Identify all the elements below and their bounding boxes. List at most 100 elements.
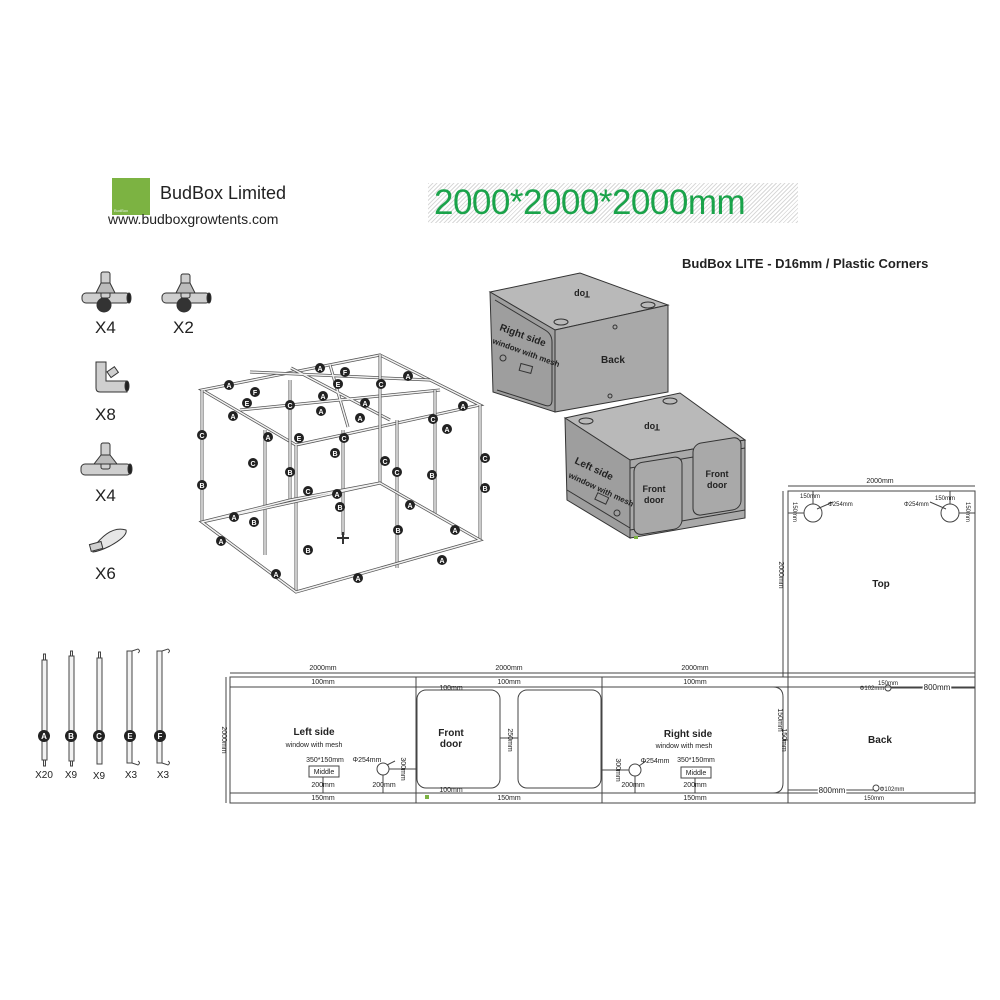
svg-text:C: C [305,489,310,496]
left-hole-offset-bottom: 200mm [372,782,396,789]
strap-clip-icon [88,528,127,553]
front-view-door1b: door [644,495,664,505]
right-top-margin: 100mm [683,679,707,686]
brand-name: BudBox Limited [160,183,287,203]
svg-text:F: F [343,370,348,377]
svg-text:E: E [336,382,341,389]
pole-set [41,648,170,767]
pole-e-qty: X3 [125,770,138,781]
svg-text:A: A [265,435,270,442]
pole-b-qty: X9 [65,770,78,781]
four-way-connector-icon [81,271,132,313]
top-panel-label: Top [872,579,890,590]
front-panel-title: Front [438,728,464,739]
left-width: 2000mm [309,665,336,672]
tent-3d-back-view [488,272,670,413]
svg-text:B: B [287,470,292,477]
svg-text:B: B [305,548,310,555]
back-bottom-vent-offset: 150mm [864,796,884,802]
svg-text:A: A [444,427,449,434]
svg-text:A: A [273,572,278,579]
green-marker [425,795,429,799]
svg-text:C: C [382,459,387,466]
svg-text:B: B [429,473,434,480]
svg-text:A: A [405,374,410,381]
top-height: 2000mm [777,561,784,588]
svg-text:B: B [337,505,342,512]
svg-text:B: B [395,528,400,535]
left-window-offset: 200mm [311,782,335,789]
frame-assembly-3d [197,353,485,594]
right-width: 2000mm [681,665,708,672]
back-panel-title: Back [868,735,892,746]
svg-text:C: C [430,417,435,424]
svg-text:A: A [334,492,339,499]
left-hole-offset-side: 300mm [399,757,406,781]
top-hole-offset-y-2: 150mm [964,502,970,522]
svg-text:A: A [439,558,444,565]
svg-text:A: A [218,539,223,546]
elbow-connector-icon [95,361,130,393]
svg-text:A: A [460,404,465,411]
right-hole-diameter: Φ254mm [641,758,670,765]
svg-text:C: C [482,456,487,463]
t-connector-icon [80,442,133,476]
tent-3d-front-view [563,392,747,539]
front-panel-title2: door [440,739,462,750]
svg-text:A: A [357,416,362,423]
svg-text:E: E [297,436,302,443]
svg-text:A: A [226,383,231,390]
svg-text:F: F [253,390,258,397]
pole-b-letter: B [68,732,74,741]
svg-text:A: A [362,401,367,408]
front-view-top-label: Top [644,422,660,432]
five-way-connector-icon [161,273,212,313]
svg-text:C: C [199,433,204,440]
top-hole-diameter-2: Φ254mm [904,502,929,508]
size-banner: 2000*2000*2000mm [428,183,798,223]
left-window-label: Middle [314,769,335,776]
svg-text:B: B [332,451,337,458]
left-bottom-margin: 150mm [311,795,335,802]
pole-c-qty: X9 [93,771,106,782]
left-height: 2000mm [220,726,227,753]
svg-text:B: B [482,486,487,493]
size-title: 2000*2000*2000mm [434,183,746,222]
pole-a-letter: A [41,732,47,741]
left-panel-subtitle: window with mesh [285,742,343,749]
svg-text:E: E [245,401,250,408]
svg-text:C: C [341,436,346,443]
front-door-bottom: 100mm [439,787,463,794]
right-panel-subtitle: window with mesh [655,743,713,750]
qty-t-connector: X4 [95,486,116,505]
svg-text:B: B [199,483,204,490]
top-hole-offset-y-1: 150mm [791,502,797,522]
front-bottom-margin: 150mm [497,795,521,802]
svg-text:B: B [251,520,256,527]
right-hole-offset-side: 300mm [614,758,621,782]
front-top-margin: 100mm [497,679,521,686]
right-panel-title: Right side [664,729,713,740]
svg-text:A: A [452,528,457,535]
logo-text: BudBox [114,208,129,213]
qty-elbow: X8 [95,405,116,424]
qty-five-way: X2 [173,318,194,337]
top-hole-diameter-1: Φ254mm [828,502,853,508]
back-bottom-vent-diameter: Φ102mm [880,787,905,793]
top-width: 2000mm [866,478,893,485]
svg-text:A: A [231,515,236,522]
front-view-door2: Front [706,469,729,479]
left-top-margin: 100mm [311,679,335,686]
pole-f-letter: F [158,732,163,741]
back-view-top-label: Top [574,289,590,299]
front-door-gap: 250mm [506,728,513,752]
left-hole-diameter: Φ254mm [353,757,382,764]
right-window-offset: 200mm [683,782,707,789]
svg-text:A: A [355,576,360,583]
pole-letter-badges: A B C E F [38,730,166,742]
flat-pattern-outline [225,672,976,804]
website-link[interactable]: www.budboxgrowtents.com [108,211,279,227]
pole-e-letter: E [127,732,133,741]
back-top-vent-diameter: Φ102mm [860,686,885,692]
